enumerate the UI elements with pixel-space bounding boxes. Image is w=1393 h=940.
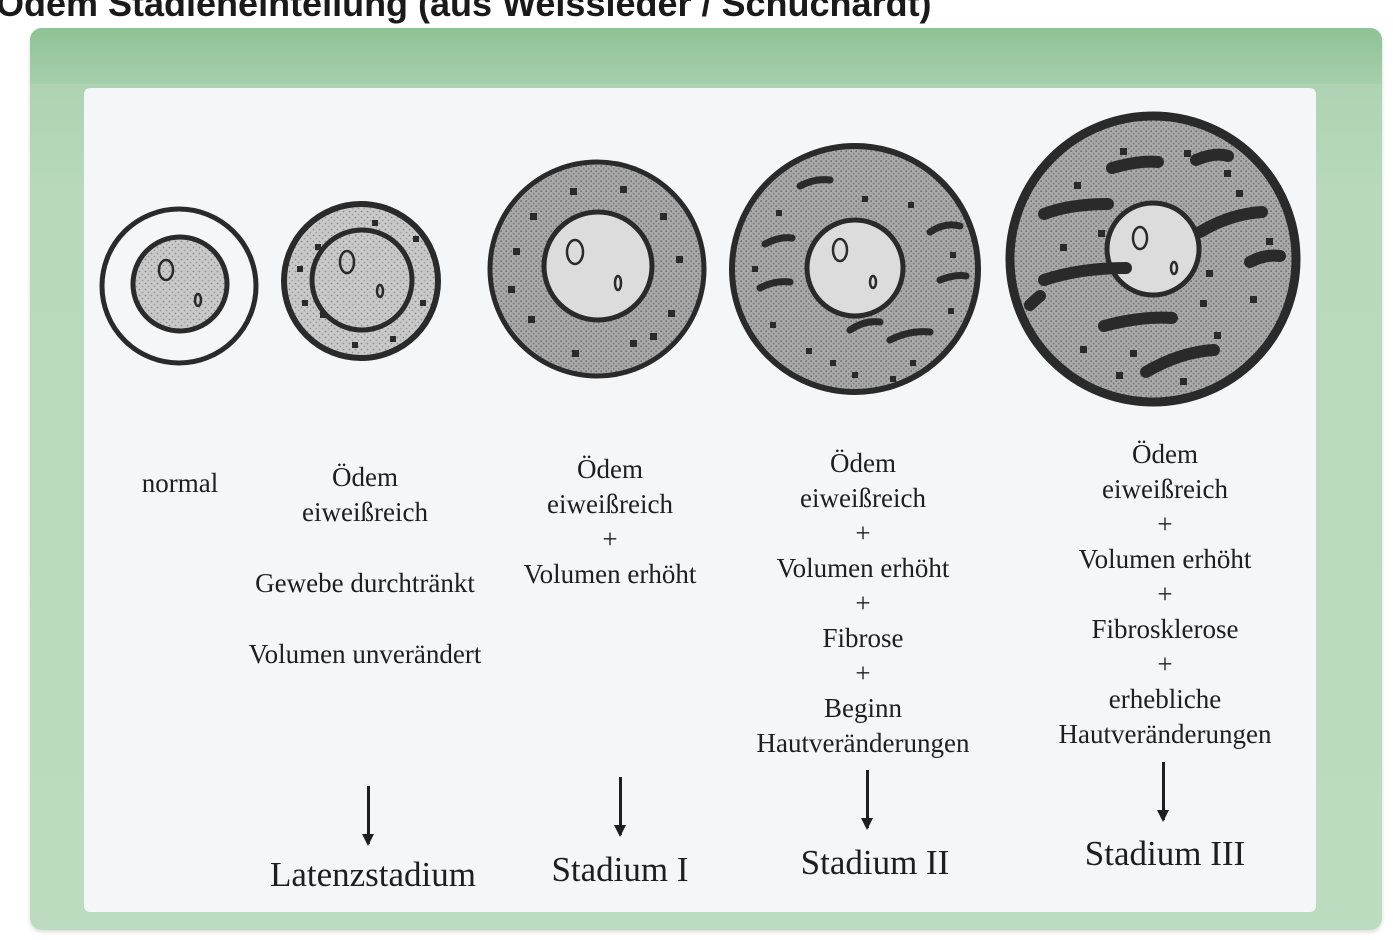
description-line: Hautveränderungen (738, 726, 988, 761)
description-line: Ödem (500, 452, 720, 487)
tissue-normal (102, 209, 256, 363)
description-line: erhebliche (1030, 682, 1300, 717)
description-stage-3: Ödem eiweißreich + Volumen erhöht + Fibr… (1030, 437, 1300, 752)
description-line: + (1030, 647, 1300, 682)
description-line: Gewebe durchtränkt (225, 566, 505, 601)
description-stage-2: Ödem eiweißreich + Volumen erhöht + Fibr… (738, 446, 988, 761)
description-latency-stage: Ödem eiweißreich Gewebe durchtränkt Volu… (225, 460, 505, 672)
description-line: Fibrosklerose (1030, 612, 1300, 647)
description-line: Volumen erhöht (500, 557, 720, 592)
description-line: Ödem (738, 446, 988, 481)
tissue-stage-3 (1010, 116, 1296, 402)
description-line: + (1030, 507, 1300, 542)
arrow-down-icon (367, 786, 370, 844)
description-stage-1: Ödem eiweißreich + Volumen erhöht (500, 452, 720, 592)
stage-label-latency: Latenzstadium (253, 855, 493, 895)
description-line: + (500, 522, 720, 557)
stage-label-2: Stadium II (770, 843, 980, 883)
description-line: Fibrose (738, 621, 988, 656)
description-line: Ödem (1030, 437, 1300, 472)
arrow-down-icon (866, 770, 869, 828)
description-line: + (738, 516, 988, 551)
description-line: Volumen unverändert (225, 637, 505, 672)
tissue-stage-2 (732, 146, 978, 392)
description-line: Ödem (225, 460, 505, 495)
stage-label-1: Stadium I (520, 850, 720, 890)
description-line: + (738, 656, 988, 691)
stage-label-3: Stadium III (1055, 834, 1275, 874)
description-line: Beginn (738, 691, 988, 726)
arrow-down-icon (619, 777, 622, 835)
tissue-latency-stage (284, 204, 438, 358)
description-line: + (1030, 577, 1300, 612)
description-spacer (225, 601, 505, 637)
description-line: eiweißreich (225, 495, 505, 530)
tissue-stage-1 (490, 162, 704, 376)
description-spacer (225, 530, 505, 566)
arrow-down-icon (1162, 762, 1165, 820)
description-line: Volumen erhöht (738, 551, 988, 586)
description-line: + (738, 586, 988, 621)
description-line: eiweißreich (500, 487, 720, 522)
description-line: Hautveränderungen (1030, 717, 1300, 752)
description-line: eiweißreich (1030, 472, 1300, 507)
description-line: eiweißreich (738, 481, 988, 516)
description-line: Volumen erhöht (1030, 542, 1300, 577)
